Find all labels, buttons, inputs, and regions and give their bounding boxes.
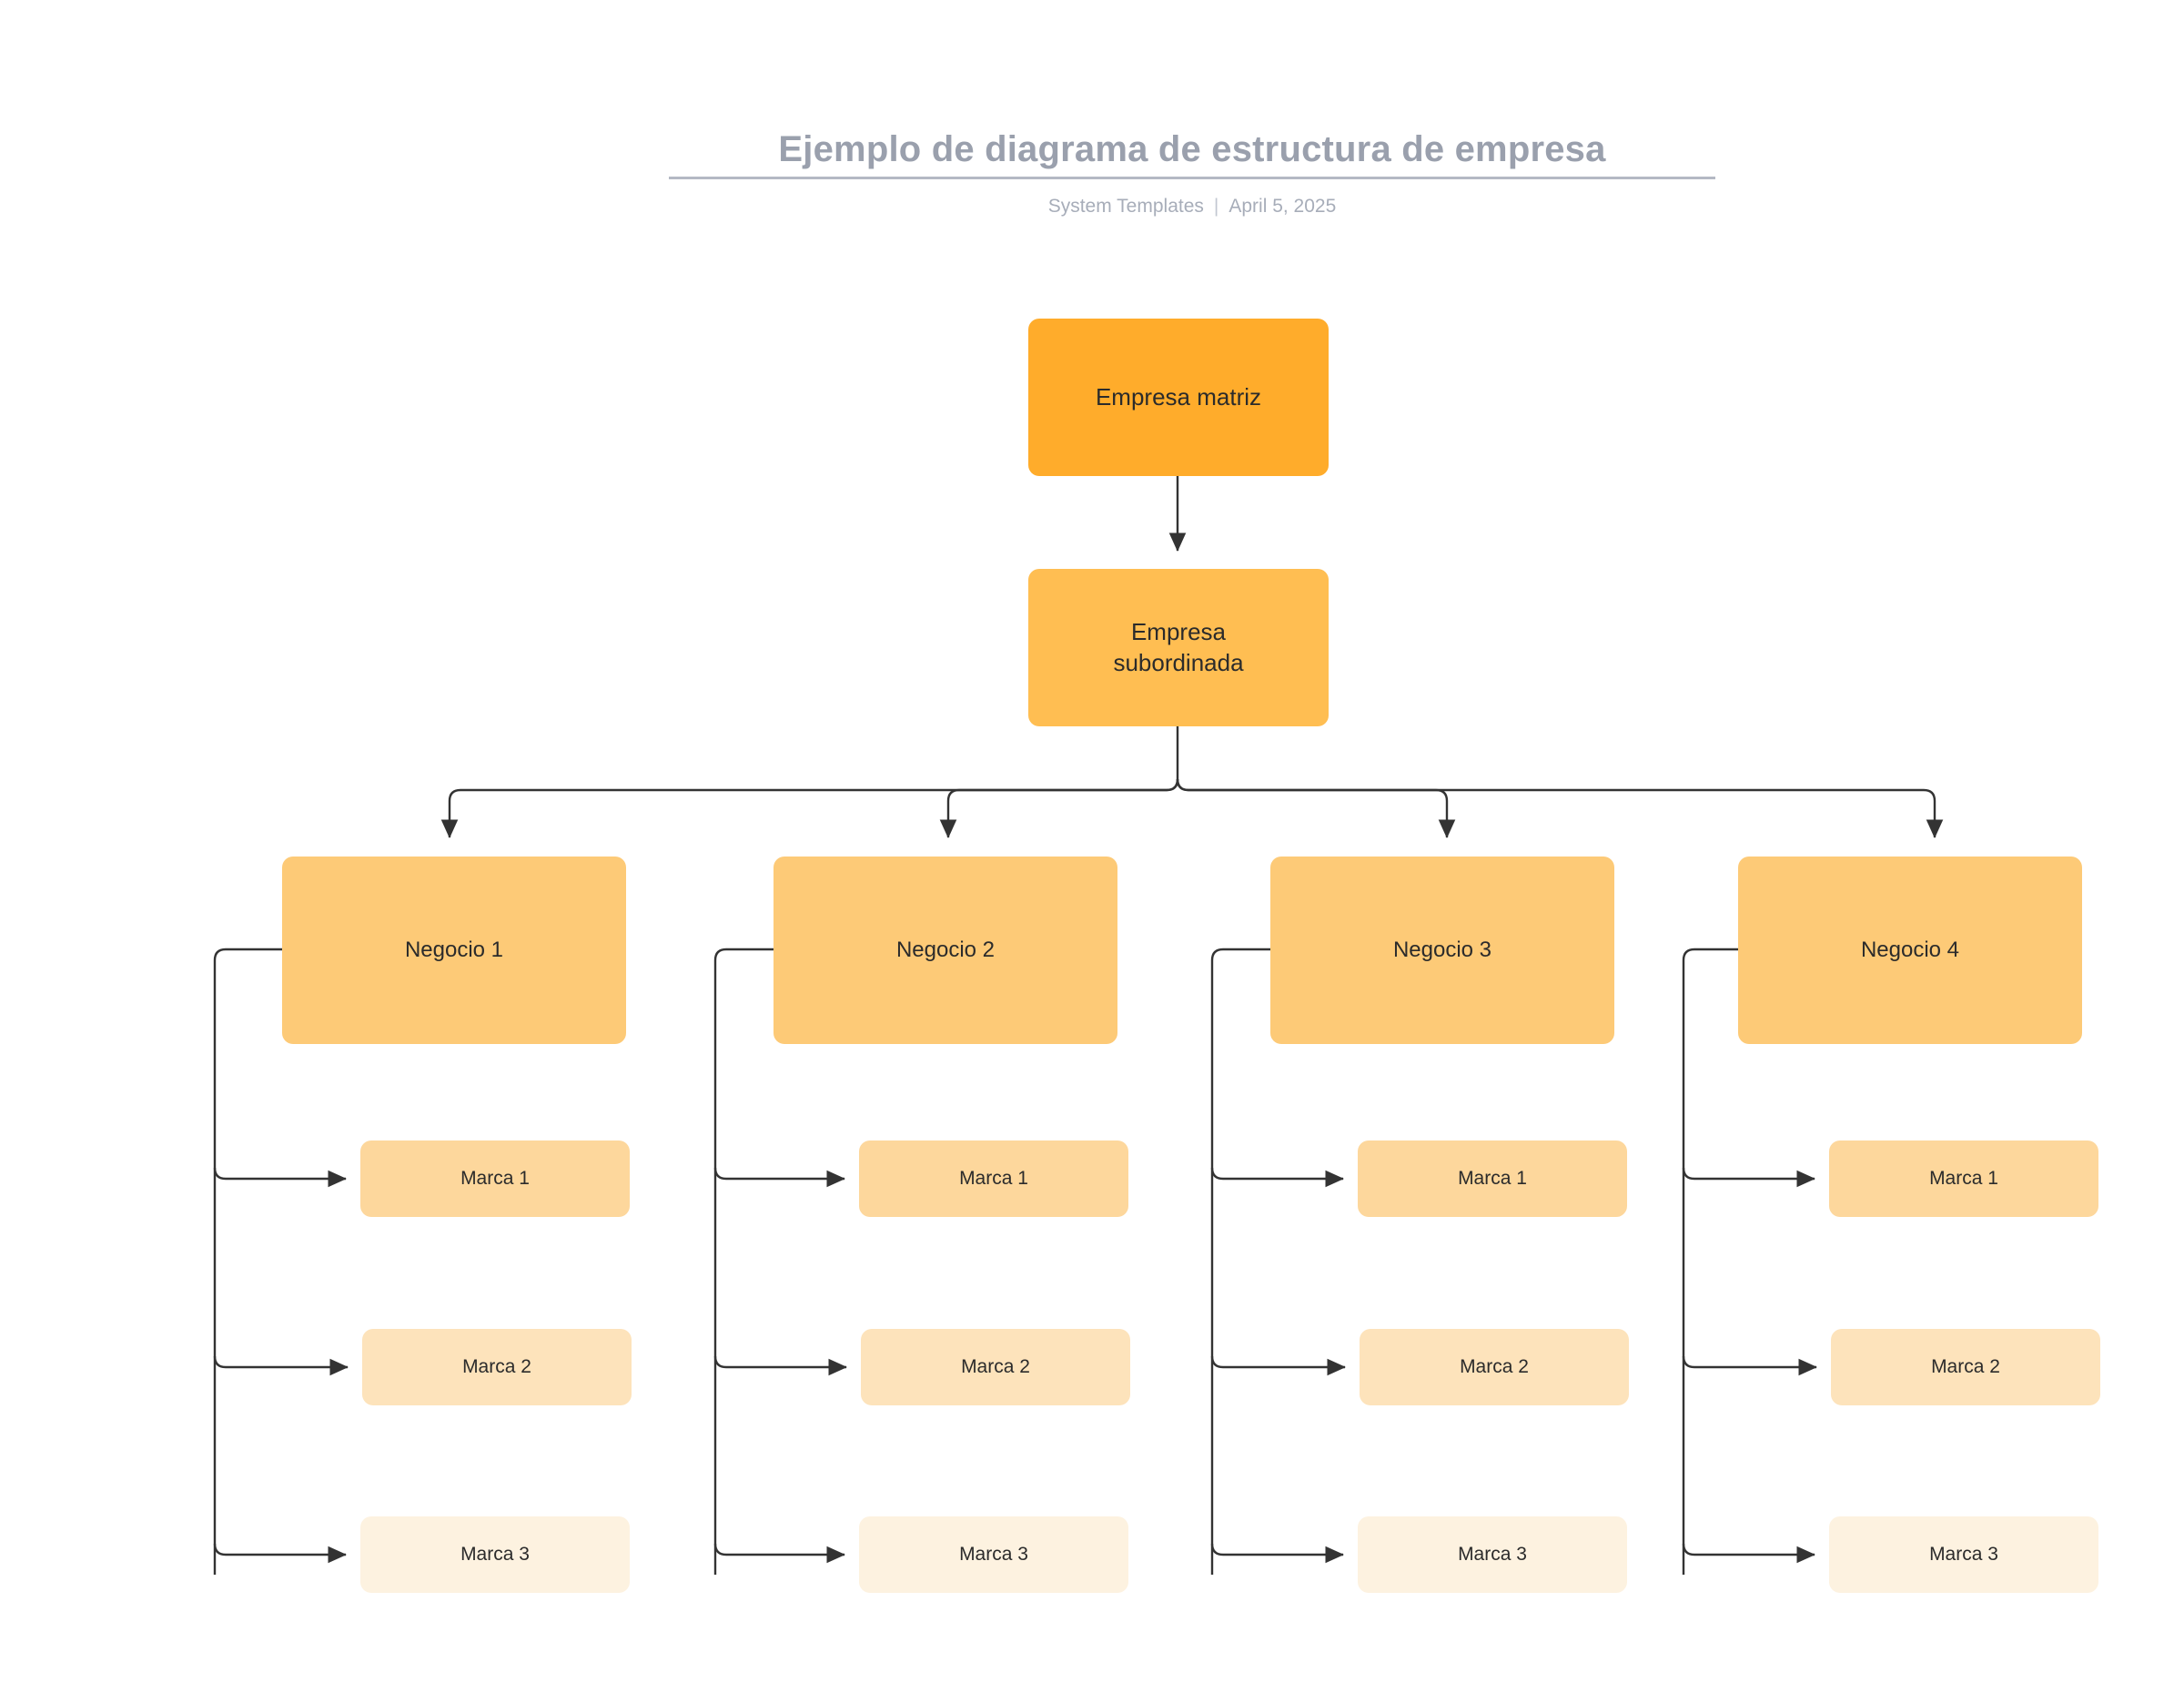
- subtitle-date: April 5, 2025: [1228, 196, 1337, 217]
- node-label: Marca 3: [959, 1543, 1028, 1565]
- edge-unit-4-to-brand-3: [1682, 1543, 1815, 1564]
- node-label: Marca 2: [1460, 1355, 1529, 1377]
- node-negocio-1-marca-1[interactable]: Marca 1: [360, 1140, 630, 1217]
- page-title: Ejemplo de diagrama de estructura de emp…: [778, 129, 1606, 169]
- edge-subordinate-to-unit-2: [939, 778, 1179, 838]
- node-label: Negocio 2: [895, 937, 996, 962]
- node-label: Marca 1: [1458, 1167, 1527, 1189]
- edge-unit-2-to-brand-3: [713, 1543, 845, 1564]
- node-label: Negocio 3: [1392, 937, 1492, 962]
- node-label: Marca 3: [1458, 1543, 1527, 1565]
- edge-subordinate-to-unit-3: [1176, 778, 1456, 838]
- edge-unit-1-spine: [213, 948, 282, 1575]
- node-label: Marca 1: [460, 1167, 530, 1189]
- node-negocio-2-marca-2[interactable]: Marca 2: [861, 1329, 1130, 1405]
- edge-unit-3-to-brand-3: [1210, 1543, 1344, 1564]
- edge-unit-1-to-brand-2: [213, 1355, 349, 1376]
- node-negocio-4-marca-2[interactable]: Marca 2: [1831, 1329, 2100, 1405]
- node-label: Negocio 4: [1860, 937, 1960, 962]
- edge-unit-3-to-brand-1: [1210, 1167, 1344, 1188]
- node-empresa-subordinada[interactable]: Empresa subordinada: [1028, 569, 1329, 726]
- node-label: Marca 1: [959, 1167, 1028, 1189]
- edge-unit-2-to-brand-2: [713, 1355, 847, 1376]
- node-label-line-1: Empresa: [1130, 618, 1227, 646]
- node-negocio-3-marca-1[interactable]: Marca 1: [1358, 1140, 1627, 1217]
- edge-unit-3-to-brand-2: [1210, 1355, 1346, 1376]
- node-negocio-1-marca-2[interactable]: Marca 2: [362, 1329, 632, 1405]
- node-negocio-4-marca-1[interactable]: Marca 1: [1829, 1140, 2098, 1217]
- edge-unit-4-spine: [1682, 948, 1738, 1575]
- subtitle-separator: |: [1213, 196, 1219, 217]
- node-negocio-2[interactable]: Negocio 2: [774, 857, 1117, 1044]
- document-subtitle: System Templates | April 5, 2025: [669, 196, 1715, 218]
- node-negocio-4-marca-3[interactable]: Marca 3: [1829, 1516, 2098, 1593]
- node-negocio-1[interactable]: Negocio 1: [282, 857, 626, 1044]
- title-divider: [669, 177, 1715, 179]
- node-negocio-2-marca-1[interactable]: Marca 1: [859, 1140, 1128, 1217]
- node-label: Marca 2: [961, 1355, 1030, 1377]
- node-label: Marca 2: [1931, 1355, 2000, 1377]
- edge-unit-2-spine: [713, 948, 774, 1575]
- node-negocio-3-marca-2[interactable]: Marca 2: [1360, 1329, 1629, 1405]
- node-label-line-2: subordinada: [1113, 648, 1244, 676]
- node-label: Marca 3: [460, 1543, 530, 1565]
- node-negocio-2-marca-3[interactable]: Marca 3: [859, 1516, 1128, 1593]
- edge-subordinate-to-unit-4: [1176, 778, 1944, 838]
- edge-unit-3-spine: [1210, 948, 1270, 1575]
- node-negocio-1-marca-3[interactable]: Marca 3: [360, 1516, 630, 1593]
- edge-unit-4-to-brand-2: [1682, 1355, 1817, 1376]
- node-negocio-3-marca-3[interactable]: Marca 3: [1358, 1516, 1627, 1593]
- node-negocio-3[interactable]: Negocio 3: [1270, 857, 1614, 1044]
- node-negocio-4[interactable]: Negocio 4: [1738, 857, 2082, 1044]
- node-label: Negocio 1: [404, 937, 504, 962]
- edge-unit-2-to-brand-1: [713, 1167, 845, 1188]
- edge-unit-4-to-brand-1: [1682, 1167, 1815, 1188]
- node-label: Empresa matriz: [1095, 382, 1262, 411]
- node-label: Marca 3: [1929, 1543, 1998, 1565]
- subtitle-author: System Templates: [1047, 196, 1204, 217]
- node-empresa-matriz[interactable]: Empresa matriz: [1028, 319, 1329, 476]
- node-label: Marca 2: [462, 1355, 531, 1377]
- edge-unit-1-to-brand-1: [213, 1167, 347, 1188]
- node-label: Marca 1: [1929, 1167, 1998, 1189]
- edge-unit-1-to-brand-3: [213, 1543, 347, 1564]
- edge-subordinate-trunk: [440, 726, 1179, 838]
